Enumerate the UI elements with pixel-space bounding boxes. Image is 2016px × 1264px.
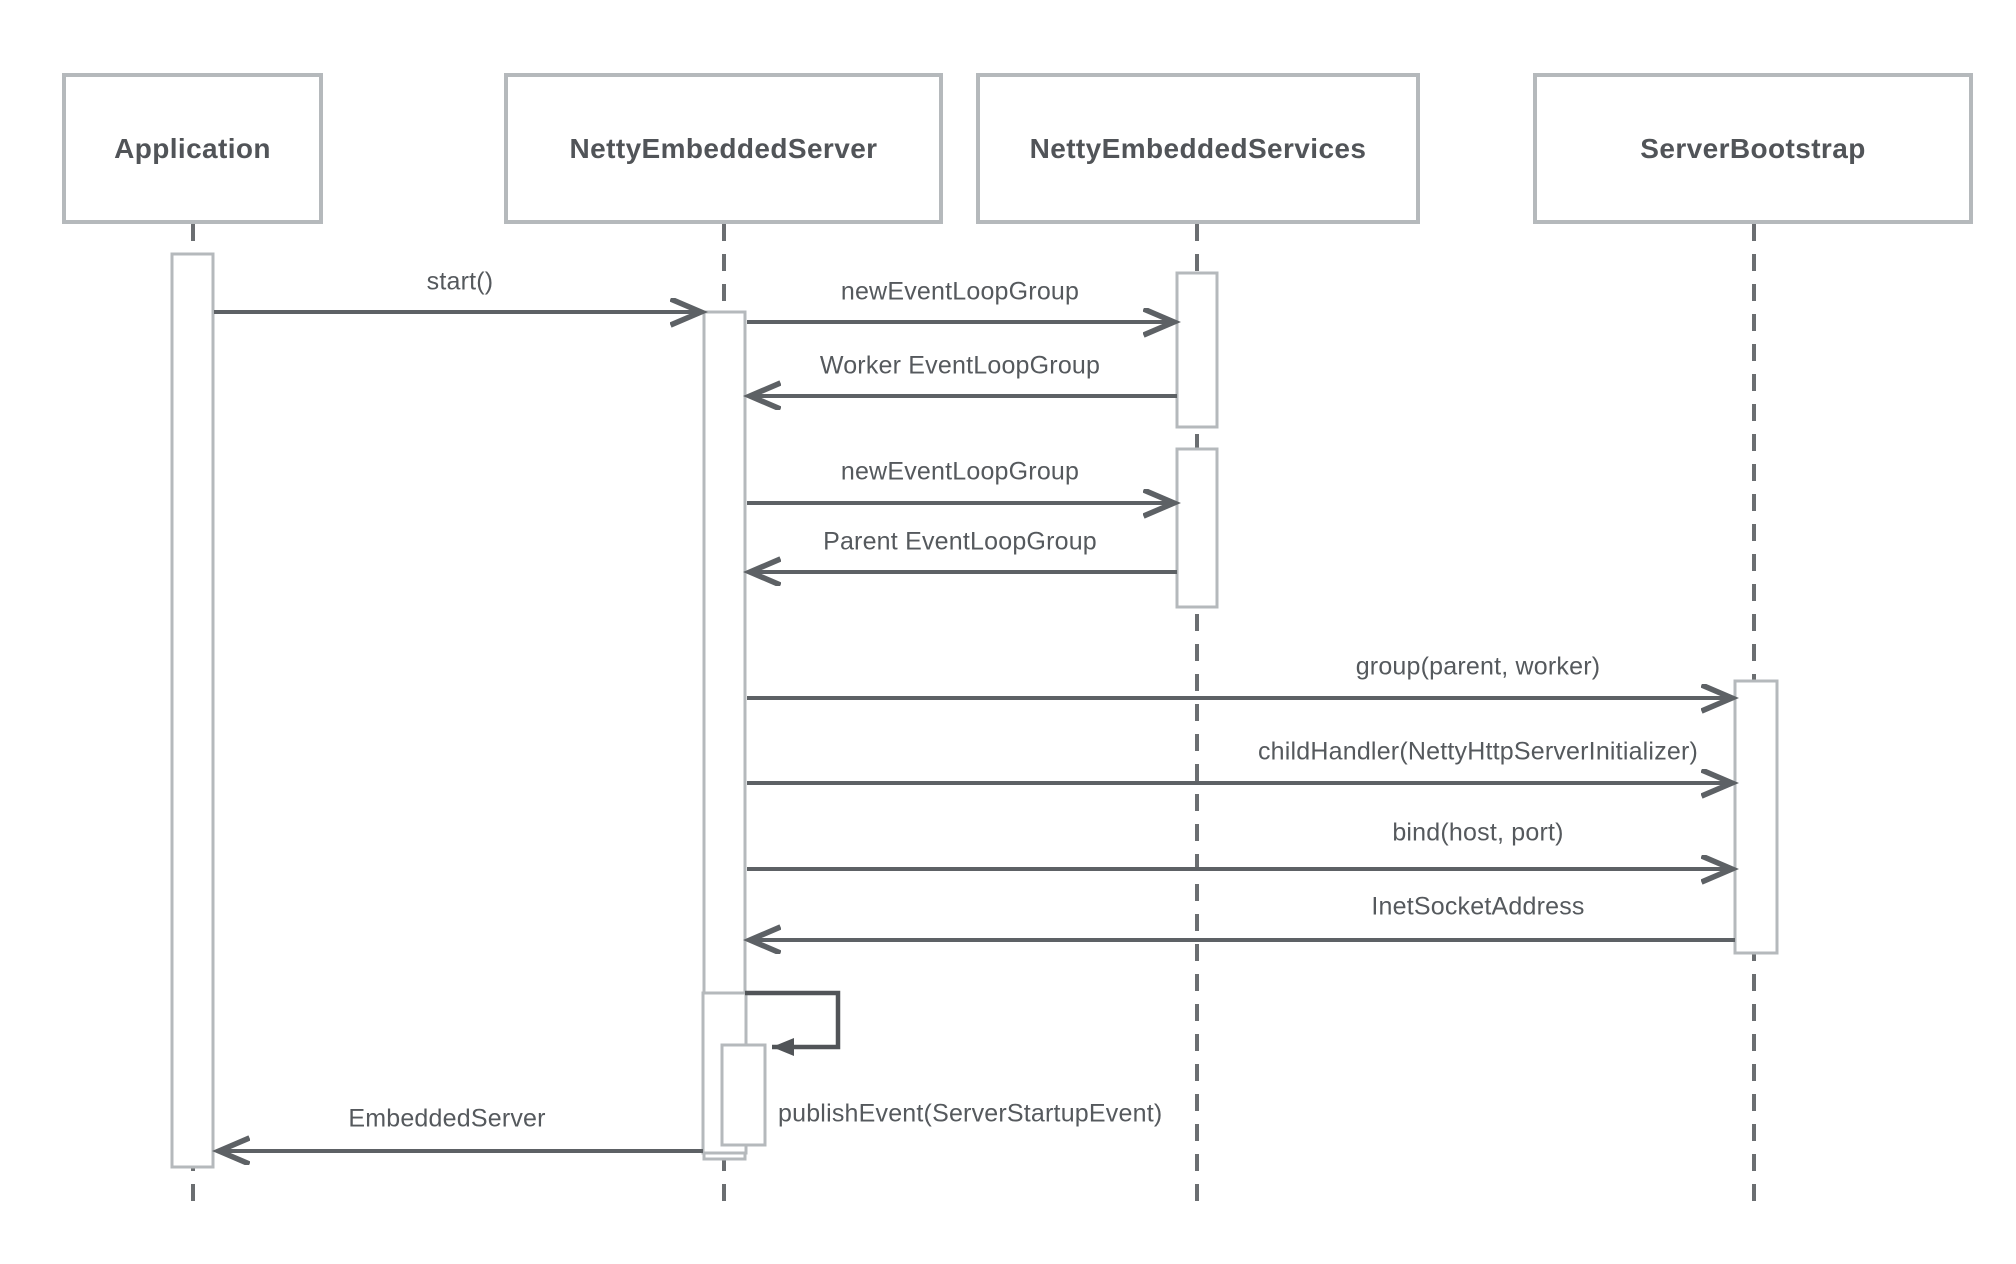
activation-bar-netty-embedded-services	[1175, 447, 1219, 609]
participant-box-netty-embedded-services: NettyEmbeddedServices	[976, 73, 1420, 224]
activation-bar-netty-embedded-services	[1175, 271, 1219, 429]
participant-label-server-bootstrap: ServerBootstrap	[1640, 132, 1866, 164]
message-label: bind(host, port)	[1392, 818, 1564, 847]
message-label: newEventLoopGroup	[840, 277, 1080, 306]
message-label: InetSocketAddress	[1371, 892, 1585, 921]
message-label: start()	[426, 267, 494, 296]
participant-label-netty-embedded-server: NettyEmbeddedServer	[569, 132, 878, 164]
activation-bar-server-bootstrap	[1733, 679, 1779, 955]
message-label: childHandler(NettyHttpServerInitializer)	[1257, 737, 1699, 766]
message-label: newEventLoopGroup	[840, 457, 1080, 486]
message-label: group(parent, worker)	[1355, 652, 1601, 681]
message-label: Parent EventLoopGroup	[823, 527, 1097, 556]
activation-bar-application	[170, 252, 215, 1169]
participant-box-netty-embedded-server: NettyEmbeddedServer	[504, 73, 943, 224]
participant-box-server-bootstrap: ServerBootstrap	[1533, 73, 1973, 224]
self-call-label: publishEvent(ServerStartupEvent)	[778, 1099, 1163, 1128]
activation-bar-netty-embedded-server	[720, 1043, 767, 1147]
message-label: Worker EventLoopGroup	[819, 351, 1101, 380]
participant-label-netty-embedded-services: NettyEmbeddedServices	[1029, 132, 1367, 164]
message-label: EmbeddedServer	[348, 1104, 546, 1133]
self-call-arrow	[745, 990, 841, 1056]
participant-label-application: Application	[114, 132, 271, 164]
participant-box-application: Application	[62, 73, 323, 224]
